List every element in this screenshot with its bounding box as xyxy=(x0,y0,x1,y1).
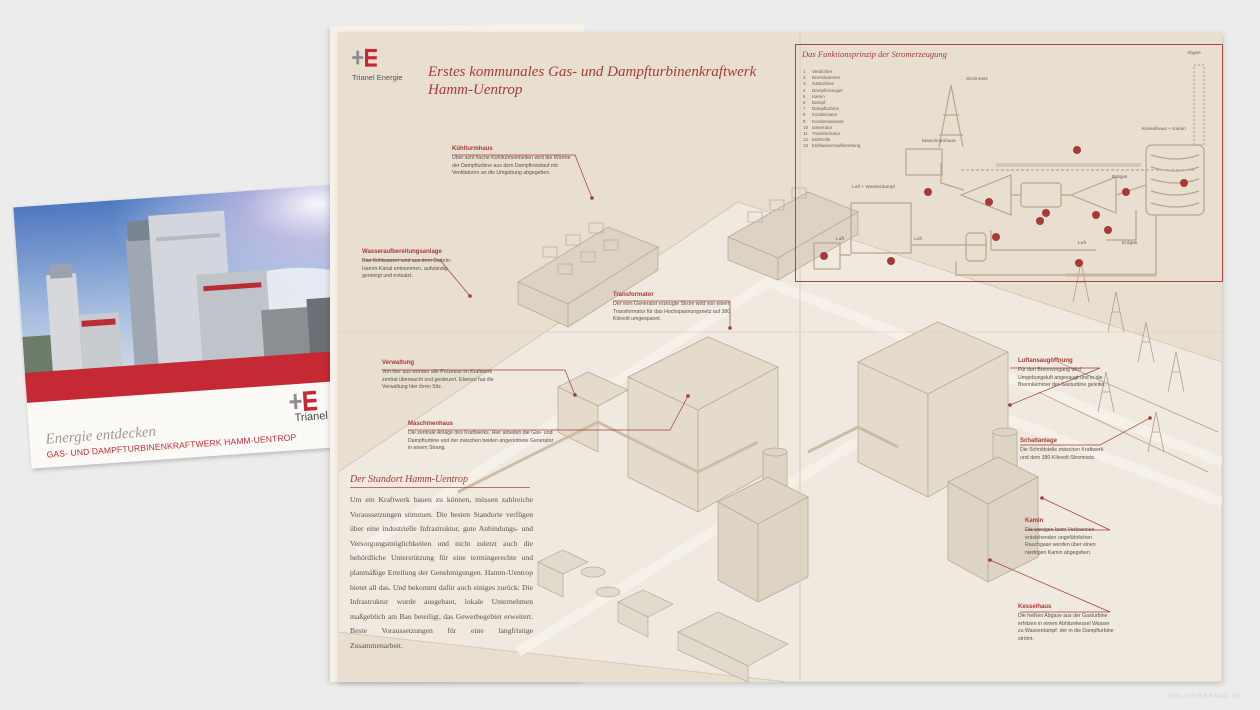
callout-body: Das Kühlwasser wird aus dem Datteln-Hamm… xyxy=(362,258,452,280)
callout-title: Verwaltung xyxy=(382,360,415,366)
cover-photo xyxy=(13,183,370,389)
trianel-logo-icon xyxy=(289,390,318,412)
callout-maschinenhaus: Maschinenhaus Die zentrale Anlage des Kr… xyxy=(408,421,554,453)
callout-title: Maschinenhaus xyxy=(408,421,454,427)
callout-body: Von hier aus werden alle Prozesse im Kra… xyxy=(382,369,494,391)
callout-body: Die zentrale Anlage des Kraftwerks. Hier… xyxy=(408,430,554,452)
diagram-label-erdgas-top: Erdgas xyxy=(1112,175,1128,180)
callout-transformator: Transformator Der vom Generator erzeugte… xyxy=(613,292,731,324)
callout-luftansaugoeffnung: Luftansaugöffnung Für den Brennvorgang w… xyxy=(1018,358,1106,390)
sheet-title-line2: Hamm-Uentrop xyxy=(428,82,523,98)
watermark: HOLISTICBRAND.DE xyxy=(1168,694,1243,700)
cooling-tower-blocks xyxy=(517,191,859,328)
sheet-logo: Trianel Energie xyxy=(352,48,412,82)
stacks xyxy=(717,427,1039,603)
callout-body: Für den Brennvorgang wird Umgebungsluft … xyxy=(1018,367,1106,389)
callout-leaders xyxy=(362,154,1152,613)
callout-kamin: Kamin Die wenigen beim Verbrennen entste… xyxy=(1025,518,1117,557)
callout-title: Kesselhaus xyxy=(1018,604,1052,610)
callout-body: Über acht flache Kühlturmeinheiten wird … xyxy=(452,155,571,177)
diagram-label-luft-left: Luft xyxy=(836,237,845,242)
diagram-label-stromnetz: Stromnetz xyxy=(966,77,988,82)
diagram-label-erdgas-bottom: Erdgas xyxy=(1122,241,1138,246)
diagram-label-kesselhaus: Kesselhaus + Kamin xyxy=(1142,127,1186,132)
callout-body: Die Schnittstelle zwischen Kraftwerk und… xyxy=(1020,447,1104,461)
substation xyxy=(1037,261,1219,473)
brochure-cover: Trianel Energie Energie entdecken GAS- U… xyxy=(13,183,375,469)
callout-title: Kühlturmhaus xyxy=(452,146,493,152)
machine-halls xyxy=(557,321,1009,513)
diagram-label-maschinenhaus: Maschinenhaus xyxy=(922,139,956,144)
callout-wasseraufbereitungsanlage: Wasseraufbereitungsanlage Das Kühlwasser… xyxy=(362,249,456,281)
trianel-logo-icon xyxy=(352,48,377,67)
callout-schaltanlage: Schaltanlage Die Schnittstelle zwischen … xyxy=(1020,438,1112,462)
standort-body: Um ein Kraftwerk bauen zu können, müssen… xyxy=(350,495,533,650)
small-buildings xyxy=(537,549,789,682)
callout-title: Wasseraufbereitungsanlage xyxy=(362,249,442,255)
fold-out-sheet: Trianel Energie Erstes kommunales Gas- u… xyxy=(330,20,1230,692)
callout-title: Transformator xyxy=(613,292,654,298)
diagram-label-luft-wasserdampf: Luft + Wasserdampf xyxy=(852,185,895,190)
callout-kuehlturmhaus: Kühlturmhaus Über acht flache Kühlturmei… xyxy=(452,146,574,178)
callout-title: Luftansaugöffnung xyxy=(1018,358,1073,364)
diagram-label-abgas: Abgas xyxy=(1187,51,1201,56)
power-plant-illustration xyxy=(338,32,1222,682)
function-diagram: Das Funktionsprinzip der Stromerzeugung … xyxy=(795,44,1223,282)
callout-title: Kamin xyxy=(1025,518,1044,524)
process-schematic xyxy=(813,64,1205,277)
callout-body: Die heißen Abgase aus der Gasturbine erh… xyxy=(1018,613,1114,642)
diagram-label-luft-right: Luft xyxy=(1078,241,1087,246)
standort-heading: Der Standort Hamm-Uentrop xyxy=(350,474,468,485)
standort-divider xyxy=(350,487,530,488)
callout-verwaltung: Verwaltung Von hier aus werden alle Proz… xyxy=(382,360,494,392)
callout-body: Die wenigen beim Verbrennen entstehenden… xyxy=(1025,527,1096,556)
callout-kesselhaus: Kesselhaus Die heißen Abgase aus der Gas… xyxy=(1018,604,1114,643)
sheet-main-title: Erstes kommunales Gas- und Dampfturbinen… xyxy=(428,63,756,99)
diagram-label-luft-mid: Luft xyxy=(914,237,923,242)
diagram-title: Das Funktionsprinzip der Stromerzeugung xyxy=(802,49,947,59)
cover-logo: Trianel Energie xyxy=(289,386,369,424)
callout-body: Der vom Generator erzeugte Strom wird vo… xyxy=(613,301,731,323)
callout-title: Schaltanlage xyxy=(1020,438,1058,444)
sheet-logo-name: Trianel Energie xyxy=(352,73,403,82)
sheet-title-line1: Erstes kommunales Gas- und Dampfturbinen… xyxy=(428,64,757,80)
